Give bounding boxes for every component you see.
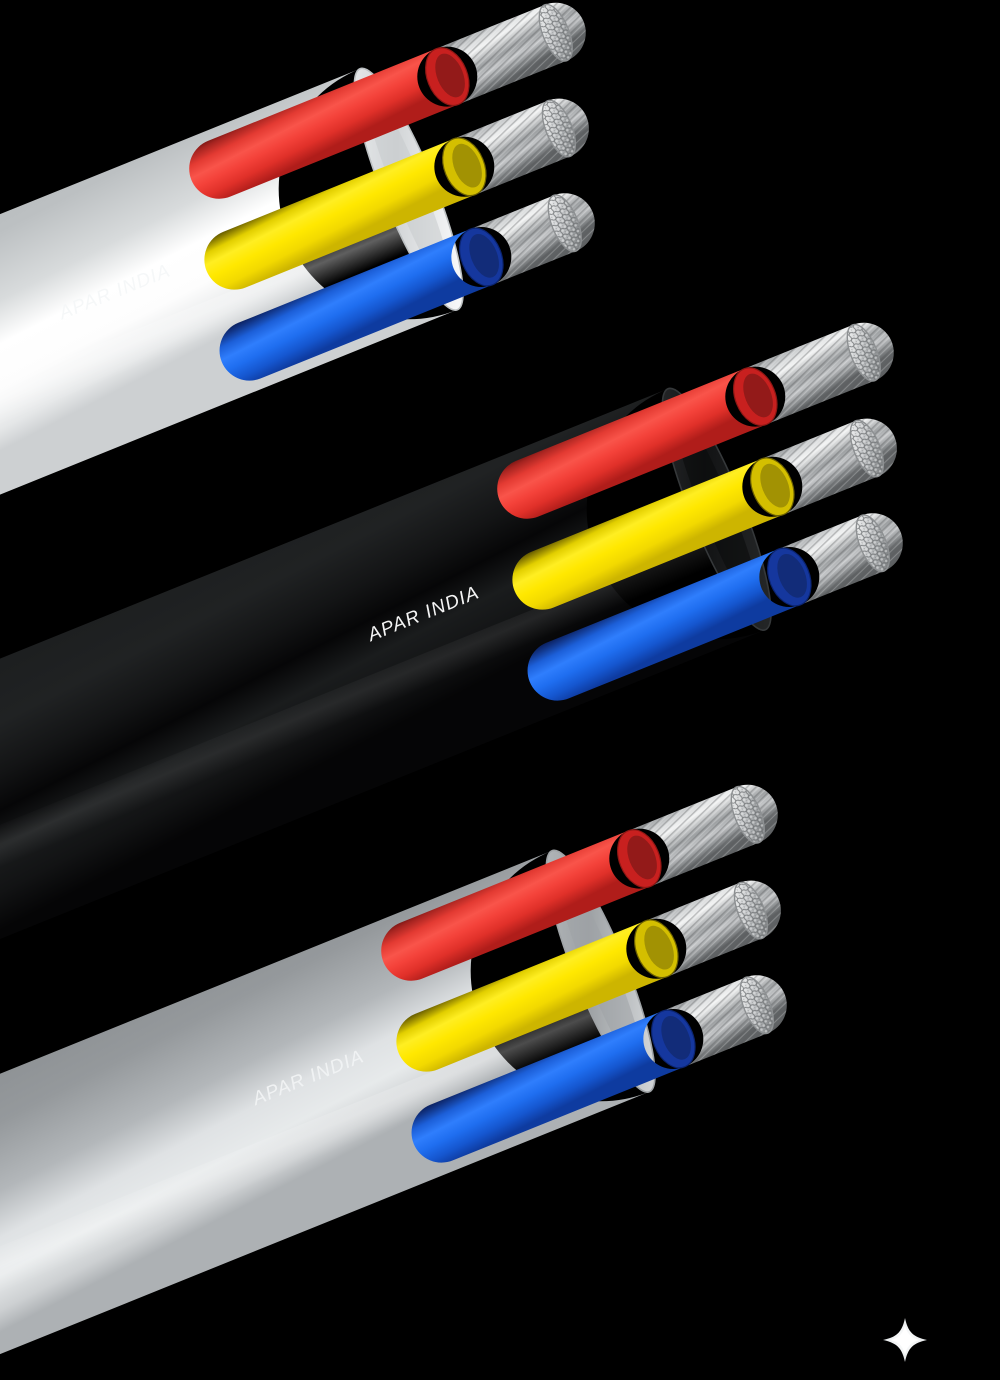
core-yellow-black [512,457,795,610]
core-blue-white [219,227,504,381]
core-yellow-white [204,137,487,290]
conductor-blue-white [470,193,595,285]
conductor-red-white [436,2,586,105]
cable-white: APAR INDIA [0,2,595,694]
conductor-yellow-black [761,418,897,515]
cores-black [497,367,812,701]
conductor-bundle-grey [628,784,787,1067]
cores-white [189,47,504,381]
cable-black: APAR INDIA [0,322,903,1014]
conductor-yellow-white [453,98,589,195]
core-red-white [189,47,470,199]
core-blue-grey [411,1009,696,1163]
conductor-red-grey [628,784,778,887]
core-yellow-grey [396,919,679,1072]
core-blue-black [527,547,812,701]
cores-grey [381,829,696,1163]
cable-grey: APAR INDIA [0,784,787,1380]
core-red-black [497,367,778,519]
conductor-bundle-white [436,2,595,285]
conductor-yellow-grey [645,880,781,977]
conductor-bundle-black [744,322,903,605]
conductor-blue-black [778,513,903,605]
core-red-grey [381,829,662,981]
conductor-blue-grey [662,975,787,1067]
conductor-red-black [744,322,894,425]
